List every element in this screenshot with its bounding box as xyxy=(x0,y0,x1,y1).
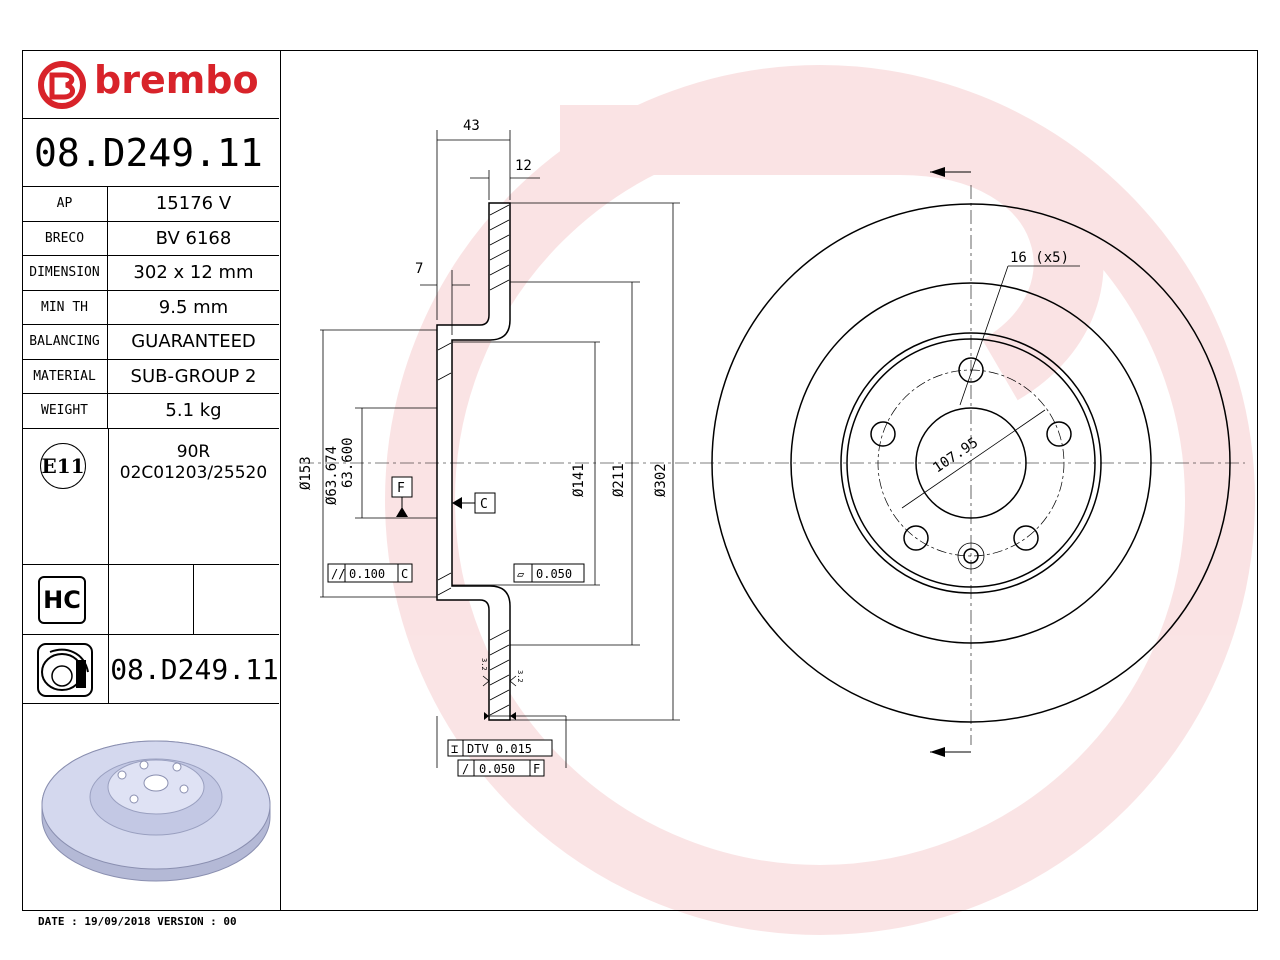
dim-d153: Ø153 xyxy=(298,456,314,490)
brand-name: brembo xyxy=(94,58,259,102)
disc-profile-icon xyxy=(37,643,93,697)
spec-row-dimension: DIMENSION 302 x 12 mm xyxy=(22,256,279,291)
brand-logo: brembo xyxy=(22,50,279,119)
disc-cross-section xyxy=(436,202,511,721)
certification-line1: 90R xyxy=(176,442,211,462)
dim-width-total: 43 xyxy=(463,118,480,134)
spec-value: 9.5 mm xyxy=(158,296,229,318)
pcd-label: 107.95 xyxy=(930,435,981,477)
dim-d211: Ø211 xyxy=(611,463,627,497)
datum-c-label: C xyxy=(480,497,488,512)
spec-value: SUB-GROUP 2 xyxy=(130,365,257,387)
surface-roughness-a: 3.2 xyxy=(480,658,488,671)
dim-thickness: 12 xyxy=(515,158,532,174)
tol-dtv: DTV 0.015 xyxy=(467,742,532,756)
spec-key: DIMENSION xyxy=(22,256,108,290)
surface-roughness-b: 3.2 xyxy=(516,670,524,683)
spec-key: WEIGHT xyxy=(22,394,108,428)
hc-row: HC xyxy=(22,565,279,635)
tol-runout-ref: F xyxy=(533,762,540,776)
spec-row-min-th: MIN TH 9.5 mm xyxy=(22,290,279,325)
profile-part-number: 08.D249.11 xyxy=(110,652,279,686)
runout-symbol-icon: / xyxy=(462,762,469,776)
spec-row-ap: AP 15176 V xyxy=(22,187,279,222)
spec-value: 302 x 12 mm xyxy=(133,262,254,284)
tol-flat: 0.050 xyxy=(536,567,572,581)
spec-value: 15176 V xyxy=(155,193,232,215)
tol-parallel-ref: C xyxy=(401,567,408,581)
certification-text: 90R 02C01203/25520 xyxy=(108,442,279,484)
spec-row-breco: BRECO BV 6168 xyxy=(22,221,279,256)
spec-value: BV 6168 xyxy=(155,227,232,249)
disc-front-view xyxy=(700,171,1245,753)
bolt-holes-label: 16 (x5) xyxy=(1010,250,1069,266)
flatness-symbol-icon: ▱ xyxy=(517,567,525,581)
dim-hat-offset: 7 xyxy=(415,261,423,277)
spec-row-weight: WEIGHT 5.1 kg xyxy=(22,394,279,429)
certification-line2: 02C01203/25520 xyxy=(119,463,268,483)
spec-value: GUARANTEED xyxy=(131,331,256,353)
spec-key: MIN TH xyxy=(22,290,108,324)
disc-3d-render-icon xyxy=(41,740,271,882)
footer-date-version: DATE : 19/09/2018 VERSION : 00 xyxy=(38,915,237,928)
tol-runout: 0.050 xyxy=(479,762,515,776)
part-number: 08.D249.11 xyxy=(22,119,279,187)
dim-d63674: Ø63.674 xyxy=(324,446,340,505)
spec-value: 5.1 kg xyxy=(165,400,222,422)
parallel-symbol-icon: // xyxy=(331,567,345,581)
spec-key: BALANCING xyxy=(22,325,108,359)
drawing-frame xyxy=(22,50,1258,911)
spec-row-material: MATERIAL SUB-GROUP 2 xyxy=(22,359,279,394)
title-block: brembo 08.D249.11 AP 15176 V BRECO BV 61… xyxy=(22,50,281,911)
dim-d141: Ø141 xyxy=(571,463,587,497)
tol-parallel: 0.100 xyxy=(349,567,385,581)
profile-row: 08.D249.11 xyxy=(22,635,279,704)
section-hatch xyxy=(437,204,510,716)
hc-badge-icon: HC xyxy=(38,576,86,624)
dtv-symbol-icon: ⌶ xyxy=(451,742,458,756)
spec-key: AP xyxy=(22,187,108,221)
spec-key: BRECO xyxy=(22,221,108,255)
dim-d302: Ø302 xyxy=(653,463,669,497)
brembo-logo-icon xyxy=(38,61,86,109)
spec-key: MATERIAL xyxy=(22,359,108,393)
e11-badge-icon: E11 xyxy=(40,443,86,489)
datum-f-label: F xyxy=(397,481,405,496)
spec-row-balancing: BALANCING GUARANTEED xyxy=(22,325,279,360)
dim-d63600: 63.600 xyxy=(340,437,356,488)
certification-row: E11 90R 02C01203/25520 xyxy=(22,428,279,565)
